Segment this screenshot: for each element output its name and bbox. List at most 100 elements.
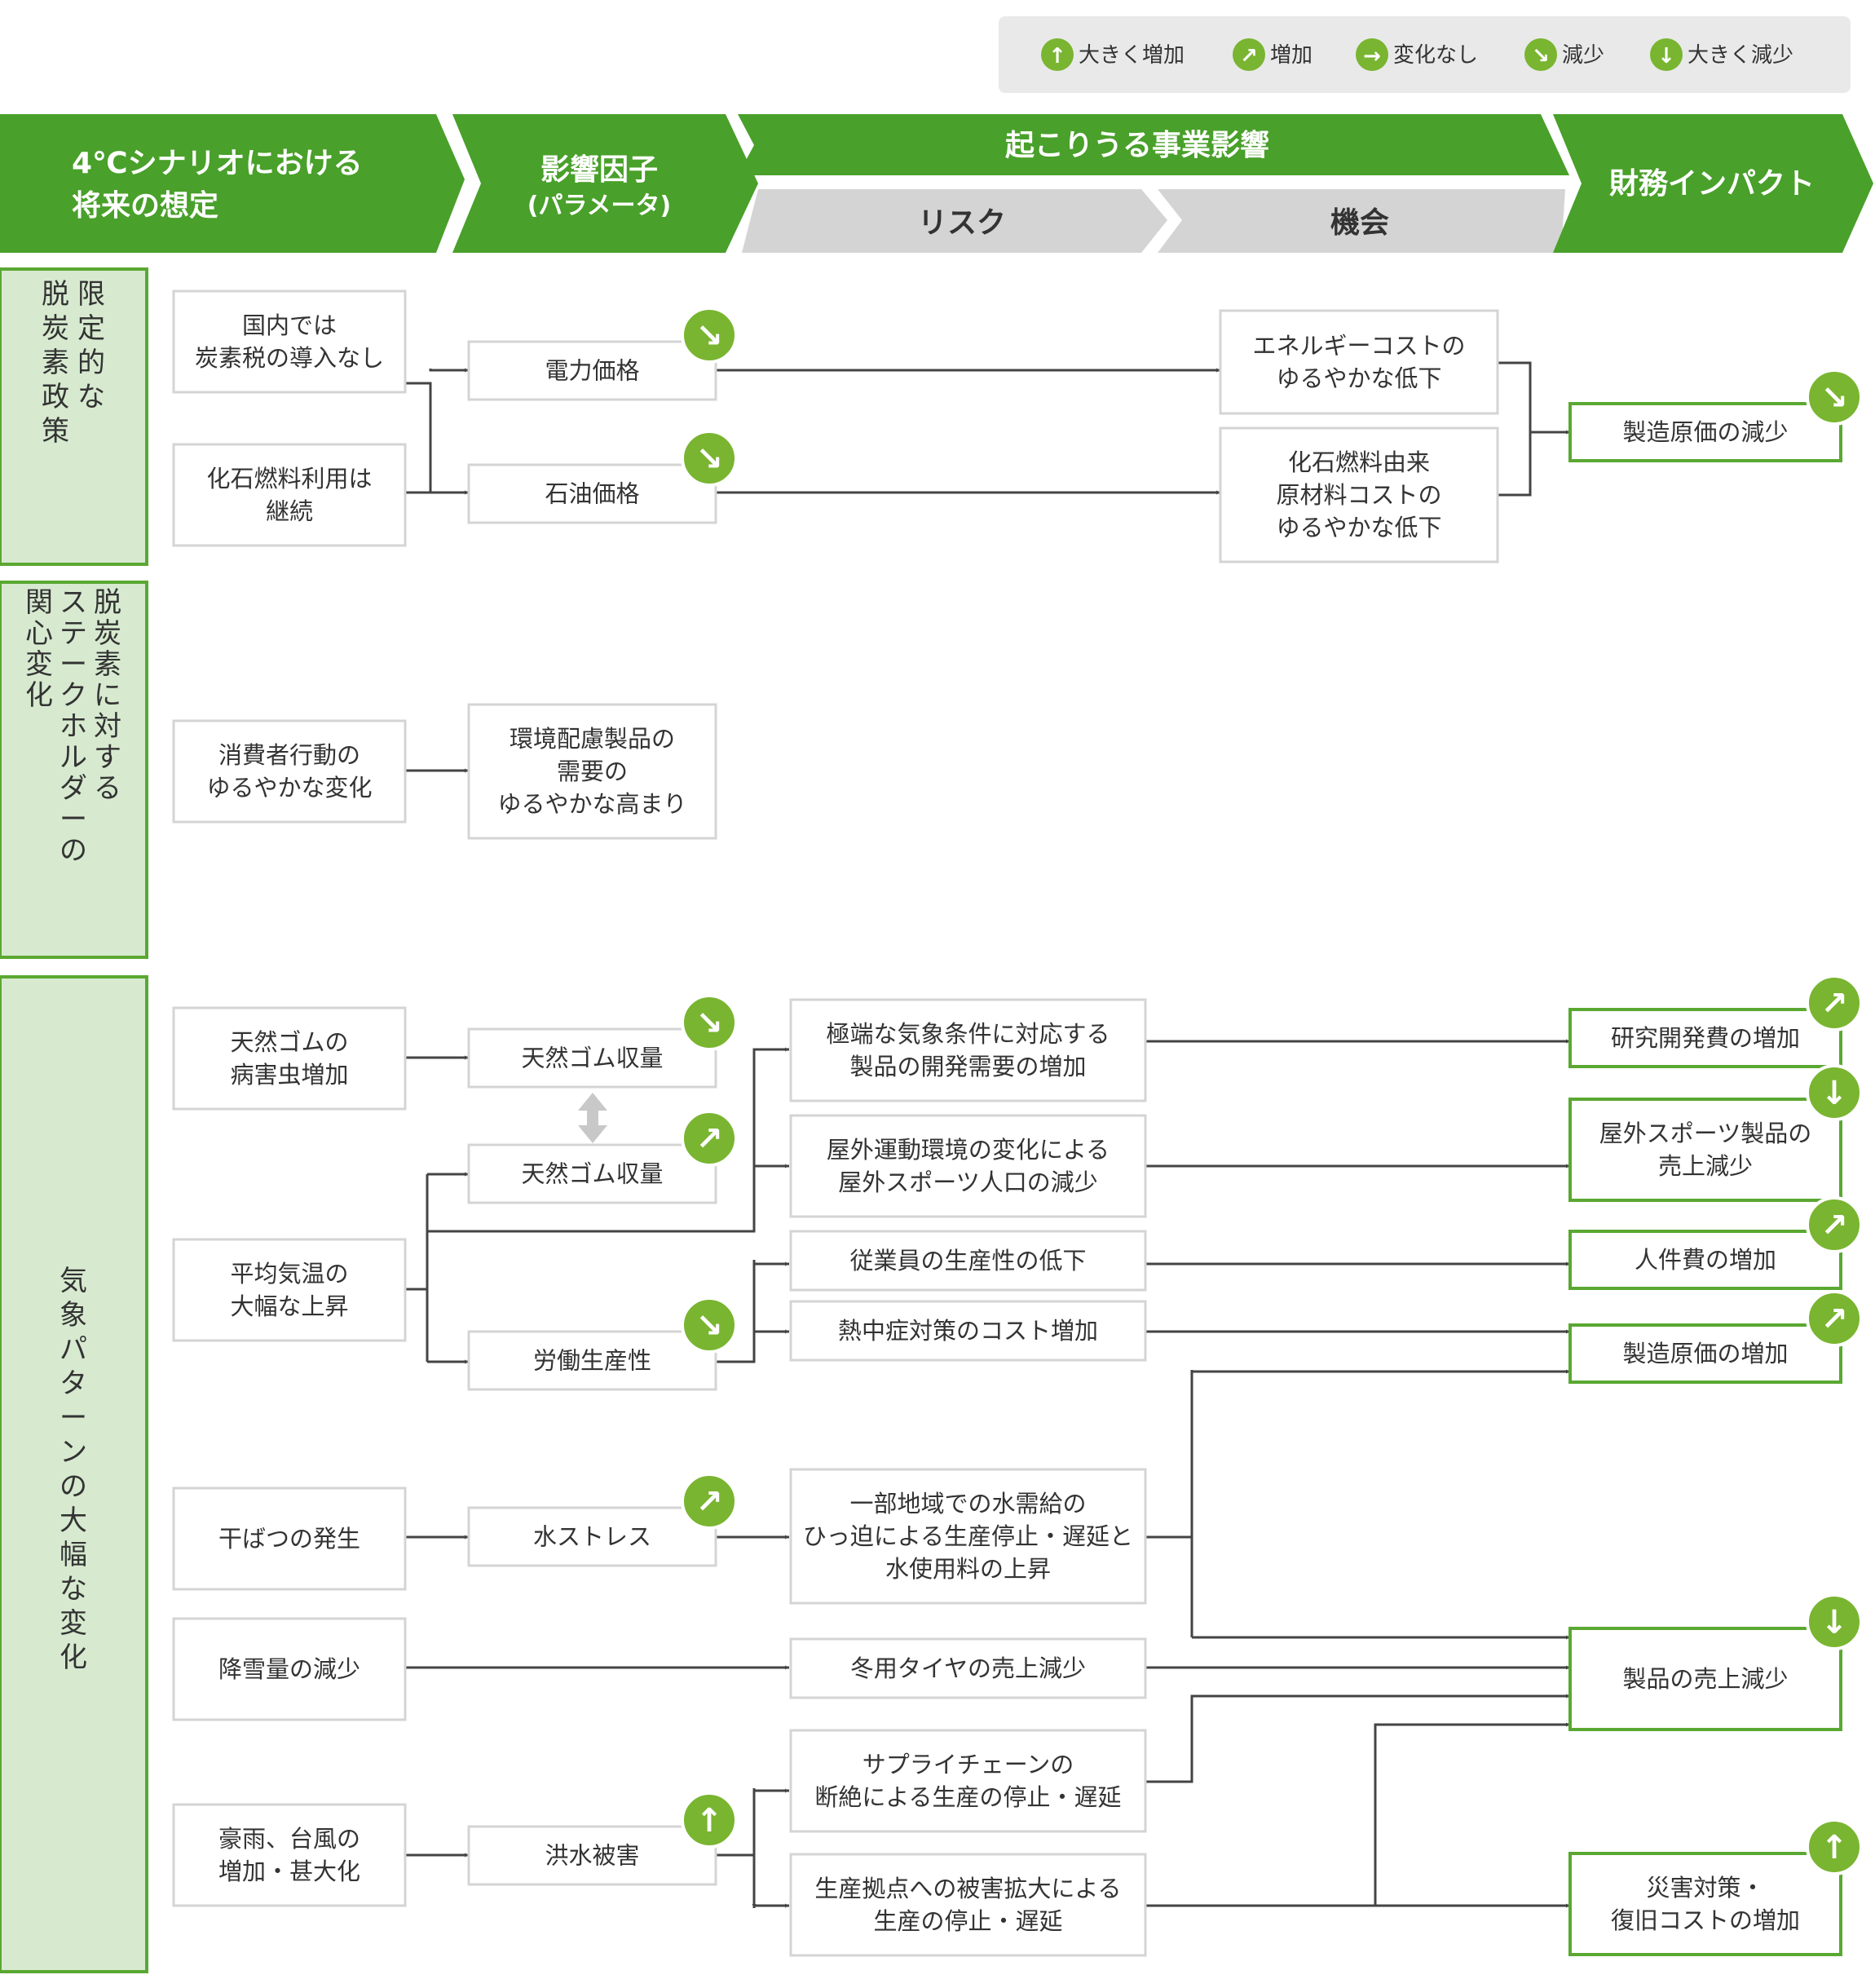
legend-item-5: ↓ 大きく減少 xyxy=(1650,38,1793,71)
node-text-line: エネルギーコストの xyxy=(1252,332,1465,360)
node-text-line: 売上減少 xyxy=(1658,1152,1753,1180)
node-factor-rubber2: 天然ゴム収量↗ xyxy=(467,1110,738,1204)
node-text-line: 消費者行動の xyxy=(218,741,360,769)
node-factor-rubber1: 天然ゴム収量↘ xyxy=(467,994,738,1089)
down-right-arrow-icon: ↘ xyxy=(1806,369,1863,426)
svg-text:↗: ↗ xyxy=(1820,1301,1848,1338)
node-text-line: 冬用タイヤの売上減少 xyxy=(850,1654,1086,1682)
header-risk-label: リスク xyxy=(918,206,1006,240)
header-scenario-line1: 4℃シナリオにおける xyxy=(72,147,363,180)
header-factor xyxy=(452,114,758,253)
down-right-arrow-icon: ↘ xyxy=(1524,38,1557,71)
node-text-line: ひっ迫による生産停止・遅延と xyxy=(803,1522,1133,1550)
connector-line xyxy=(716,1260,756,1363)
header-opportunity xyxy=(1158,189,1565,253)
up-right-arrow-icon: ↗ xyxy=(1806,1290,1863,1347)
node-text-line: ゆるやかな低下 xyxy=(1276,364,1441,392)
header-opportunity-label: 機会 xyxy=(1330,206,1389,240)
node-text-line: ゆるやかな高まり xyxy=(497,790,686,818)
header-scenario-line2: 将来の想定 xyxy=(72,189,218,223)
connector-line xyxy=(1498,361,1532,497)
node-text-line: 屋外運動環境の変化による xyxy=(827,1136,1110,1164)
node-text-line: 継続 xyxy=(266,497,313,525)
node-text-line: 熱中症対策のコスト増加 xyxy=(838,1317,1098,1345)
node-text-line: 人件費の増加 xyxy=(1635,1246,1776,1274)
node-text-line: 天然ゴム収量 xyxy=(521,1045,663,1072)
down-right-arrow-icon: ↘ xyxy=(681,307,738,364)
node-text-line: 増加・甚大化 xyxy=(218,1858,360,1885)
node-text-line: 豪雨、台風の xyxy=(218,1825,360,1853)
up-right-arrow-icon: ↗ xyxy=(1806,974,1863,1032)
up-right-arrow-icon: ↗ xyxy=(1233,38,1265,71)
node-text-line: 一部地域での水需給の xyxy=(849,1490,1086,1518)
svg-text:↑: ↑ xyxy=(1048,44,1066,68)
svg-text:→: → xyxy=(1363,44,1381,68)
node-risk-employee: 従業員の生産性の低下 xyxy=(789,1230,1147,1292)
node-factor-water: 水ストレス ↗ xyxy=(467,1473,738,1567)
legend-item-3: →変化なし xyxy=(1356,38,1478,71)
connector-line xyxy=(427,1047,789,1233)
double-arrow-icon xyxy=(578,1093,607,1143)
node-assume-drought: 干ばつの発生 xyxy=(172,1487,407,1591)
category-label: 脱炭素政策 xyxy=(42,278,69,448)
legend-item-1: ↑ 大きく増加 xyxy=(1041,38,1185,71)
node-text-line: 水ストレス xyxy=(533,1523,651,1551)
node-text-line: 災害対策・ xyxy=(1646,1874,1764,1902)
legend-label: 増加 xyxy=(1270,43,1312,68)
node-text-line: 水使用料の上昇 xyxy=(885,1555,1051,1583)
node-text-line: 断絶による生産の停止・遅延 xyxy=(814,1783,1121,1811)
down-arrow-icon: ↓ xyxy=(1806,1064,1863,1121)
node-text-line: 製造原価の増加 xyxy=(1622,1340,1788,1367)
up-right-arrow-icon: ↗ xyxy=(681,1110,738,1167)
category-climate: 気象パターンの大幅な変化 xyxy=(0,975,148,1973)
legend-label: 大きく減少 xyxy=(1688,43,1793,68)
connector-line xyxy=(1374,1722,1570,1906)
svg-text:↘: ↘ xyxy=(695,317,723,355)
svg-text:↘: ↘ xyxy=(1532,44,1550,68)
connector-line xyxy=(1145,1694,1570,1783)
header-finance xyxy=(1553,114,1873,253)
node-text-line: 極端な気象条件に対応する xyxy=(826,1020,1110,1048)
svg-text:↗: ↗ xyxy=(1820,985,1848,1023)
down-arrow-icon: ↓ xyxy=(1806,1593,1863,1650)
svg-text:↗: ↗ xyxy=(1240,44,1258,68)
node-fin-disaster: 災害対策・復旧コストの増加↑ xyxy=(1568,1818,1863,1956)
node-text-line: 労働生産性 xyxy=(533,1347,651,1375)
node-risk-heat: 熱中症対策のコスト増加 xyxy=(789,1300,1147,1362)
legend-label: 大きく増加 xyxy=(1079,43,1185,68)
node-text-line: 化石燃料由来 xyxy=(1288,448,1430,476)
node-text-line: 製造原価の減少 xyxy=(1622,418,1788,446)
svg-text:↗: ↗ xyxy=(695,1483,723,1521)
node-text-line: 生産拠点への被害拡大による xyxy=(814,1875,1121,1902)
category-label: 限定的な xyxy=(77,278,105,413)
node-text-line: 屋外スポーツ製品の xyxy=(1599,1120,1811,1147)
svg-text:↑: ↑ xyxy=(695,1802,723,1840)
node-text-line: 国内では xyxy=(242,311,337,339)
svg-text:↘: ↘ xyxy=(695,1307,723,1345)
right-arrow-icon: → xyxy=(1356,38,1388,71)
up-arrow-icon: ↑ xyxy=(1041,38,1074,71)
header-finance-label: 財務インパクト xyxy=(1609,167,1815,201)
svg-text:↓: ↓ xyxy=(1657,44,1675,68)
node-text-line: 原材料コストの xyxy=(1276,481,1441,509)
node-factor-oil: 石油価格↘ xyxy=(467,430,738,524)
node-text-line: サプライチェーンの xyxy=(862,1751,1074,1778)
node-factor-power: 電力価格↘ xyxy=(467,307,738,401)
down-right-arrow-icon: ↘ xyxy=(681,430,738,487)
node-text-line: 研究開発費の増加 xyxy=(1611,1024,1800,1052)
category-label: 脱炭素に対する xyxy=(94,586,121,805)
category-label: ステークホルダーの xyxy=(60,586,87,867)
